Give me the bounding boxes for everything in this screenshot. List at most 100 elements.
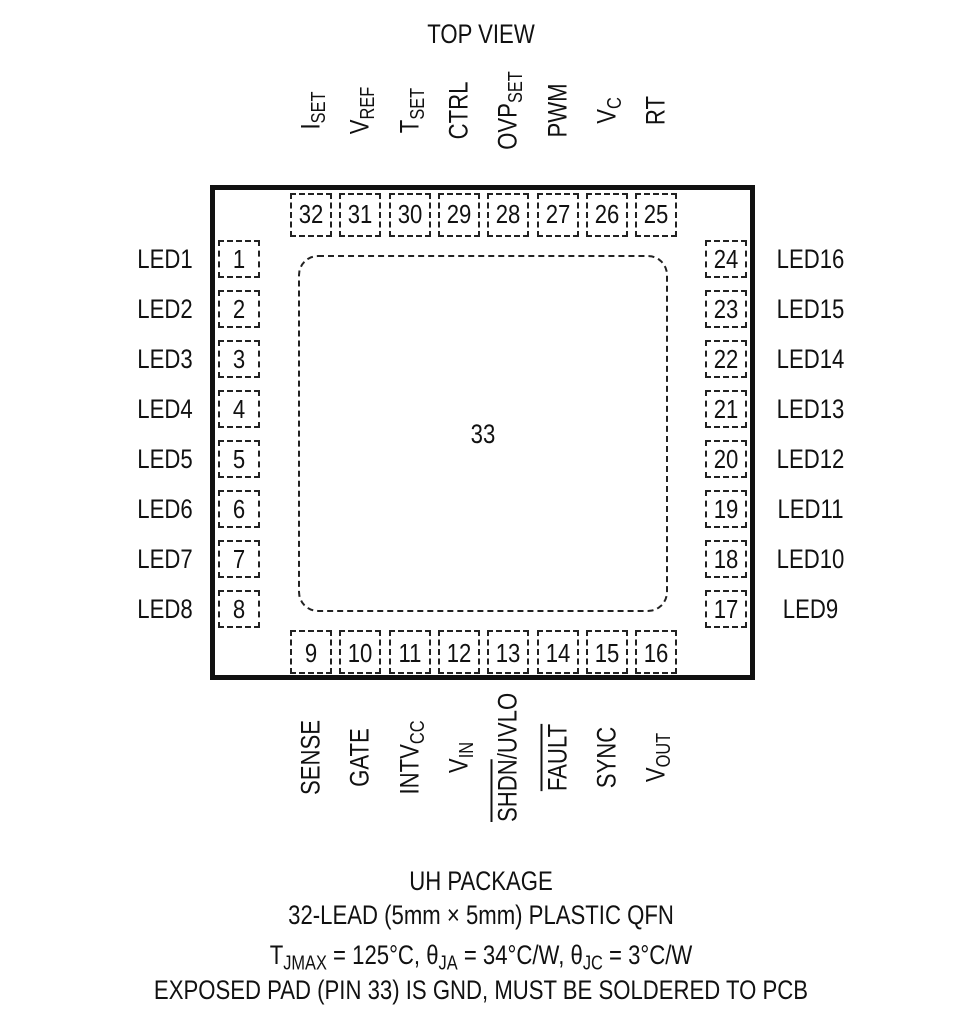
pin-number: 1 [232,244,246,274]
pin-number: 13 [495,638,521,668]
pin-number: 4 [232,394,246,424]
pin-pad [705,440,747,478]
pin-pad [218,390,260,428]
pin-pad [218,340,260,378]
pin-label: SENSE [295,696,326,819]
pin-number: 31 [347,199,373,229]
pin-pad [218,490,260,528]
pin-label-main: T [394,119,425,133]
pin-label: VC [591,49,626,172]
pin-number: 15 [594,638,620,668]
pin-label: LED6 [137,494,193,524]
pin-number: 14 [545,638,570,668]
pin-number: 7 [232,544,246,574]
pin-label-rest: /UVLO [492,692,523,760]
pin-label: LED1 [137,244,193,274]
pin-label: VIN [443,696,478,819]
pin-number: 10 [347,638,373,668]
pin-label: INTVCC [394,696,429,819]
pin-number: 2 [232,294,246,324]
pin-label-main: I [295,122,326,130]
pin-label: LED14 [776,344,845,374]
pin-label: LED3 [137,344,193,374]
pin-label-main: SENSE [295,719,326,795]
pin-number: 32 [298,199,324,229]
pin-pad [388,193,431,237]
pin-label: LED12 [776,444,845,474]
pin-number: 3 [232,344,246,374]
pin-label: LED9 [782,594,839,624]
pin-pad [635,630,678,674]
pin-pad [437,630,480,674]
pin-pad [437,193,480,237]
pin-pad [487,193,530,237]
theta-ja-value: = 34°C/W, [457,940,571,970]
tjmax-value: = 125°C, [326,940,427,970]
pin-label-subscript: IN [455,741,478,758]
pin-number: 8 [232,594,246,624]
pin-label: LED16 [776,244,845,274]
pin-pad [705,240,747,278]
pin-pad [339,630,382,674]
pin-label-main: PWM [542,82,572,138]
pin-pad [536,193,579,237]
pin-number: 6 [232,494,246,524]
theta-ja-subscript: JA [438,952,458,975]
pin-pad [487,630,530,674]
pin-label-subscript: CC [406,719,429,744]
pin-pad [705,590,747,628]
pin-pad [705,540,747,578]
pin-label: OVPSET [493,49,528,172]
pin-label: LED2 [137,294,193,324]
pin-label: TSET [394,49,429,172]
pin-pad [339,193,382,237]
exposed-pad-number: 33 [470,419,496,449]
pin-label: LED5 [137,444,193,474]
pin-number: 20 [713,444,739,474]
pin-label: LED13 [776,394,845,424]
pin-number: 27 [545,199,570,229]
pin-number: 19 [713,494,739,524]
pin-label: CTRL [443,49,474,172]
pin-label: VOUT [641,696,676,819]
package-description: 32-LEAD (5mm × 5mm) PLASTIC QFN [288,900,674,930]
pin-label-main: V [591,108,622,124]
pin-pad [635,193,678,237]
theta-ja-symbol: θ [426,940,439,970]
pin-number: 5 [232,444,246,474]
pin-label: SYNC [591,696,621,819]
pin-pad [218,240,260,278]
pin-number: 18 [713,544,739,574]
pin-pad [218,540,260,578]
pin-number: 21 [713,394,739,424]
pin-label: PWM [542,49,572,172]
pin-label-subscript: C [603,96,626,109]
pin-label: LED4 [137,394,193,424]
pin-number: 11 [398,638,422,668]
pin-pad [705,390,747,428]
pin-pad [388,630,431,674]
package-type: UH PACKAGE [409,866,553,896]
pin-label-main: CTRL [443,81,474,139]
pin-label-overline: FAULT [542,723,572,791]
pin-number: 26 [594,199,620,229]
package-outline [210,185,755,680]
pin-number: 30 [397,199,422,229]
pin-label: FAULT [542,696,572,819]
pin-label-main: V [344,118,375,134]
pin-label-subscript: SET [308,90,331,123]
pin-pad [218,440,260,478]
pin-number: 23 [713,294,739,324]
pin-pad [536,630,579,674]
theta-jc-symbol: θ [570,940,583,970]
pin-label-subscript: SET [505,70,528,103]
pin-number: 22 [713,344,739,374]
thermal-specs: TJMAX = 125°C, θJA = 34°C/W, θJC = 3°C/W [194,940,768,974]
theta-jc-subscript: JC [582,952,603,975]
pin-label-main: RT [640,95,671,125]
pin-label: LED7 [137,544,193,574]
tjmax-symbol: T [269,940,284,970]
pin-label: GATE [345,696,375,819]
pin-label-main: INTV [394,743,425,795]
pin-label-subscript: REF [357,86,380,119]
